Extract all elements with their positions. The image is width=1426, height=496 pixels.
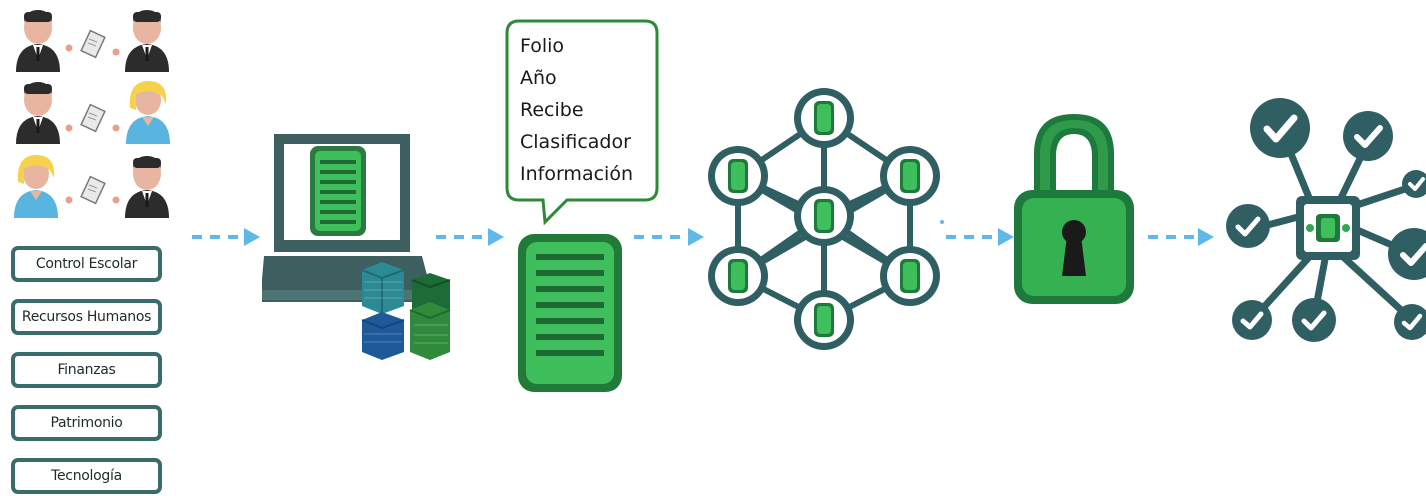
field-anio: Año — [520, 67, 557, 89]
check-badge-icon — [1402, 170, 1426, 198]
people-exchange-group — [14, 10, 170, 218]
field-informacion: Información — [520, 163, 633, 185]
check-badge-icon — [1343, 111, 1393, 161]
check-badge-icon — [1394, 304, 1426, 340]
field-recibe: Recibe — [520, 99, 584, 121]
network-node — [794, 88, 854, 148]
department-tecnologia: Tecnología — [11, 458, 162, 494]
check-badge-icon — [1250, 98, 1310, 158]
department-control-escolar: Control Escolar — [11, 246, 162, 282]
network-node — [794, 186, 854, 246]
check-badge-icon — [1232, 300, 1272, 340]
record-fields-bubble — [505, 19, 659, 226]
check-badge-icon — [1292, 298, 1336, 342]
padlock-icon — [1014, 114, 1134, 304]
department-patrimonio: Patrimonio — [11, 405, 162, 441]
network-node — [708, 246, 768, 306]
field-clasificador: Clasificador — [520, 131, 631, 153]
network-node — [880, 246, 940, 306]
validated-hub-icon — [1226, 98, 1426, 342]
network-nodes-icon — [708, 88, 940, 350]
network-node — [880, 146, 940, 206]
field-folio: Folio — [520, 35, 565, 57]
network-node — [708, 146, 768, 206]
record-fields-list: Folio Año Recibe Clasificador Informació… — [520, 30, 660, 190]
data-blocks-icon — [361, 262, 451, 360]
check-badge-icon — [1226, 204, 1270, 248]
laptop-database-icon — [262, 134, 451, 360]
department-finanzas: Finanzas — [11, 352, 162, 388]
network-node — [794, 290, 854, 350]
department-recursos-humanos: Recursos Humanos — [11, 299, 162, 335]
record-document-icon — [518, 234, 622, 392]
check-badge-icon — [1388, 228, 1426, 280]
